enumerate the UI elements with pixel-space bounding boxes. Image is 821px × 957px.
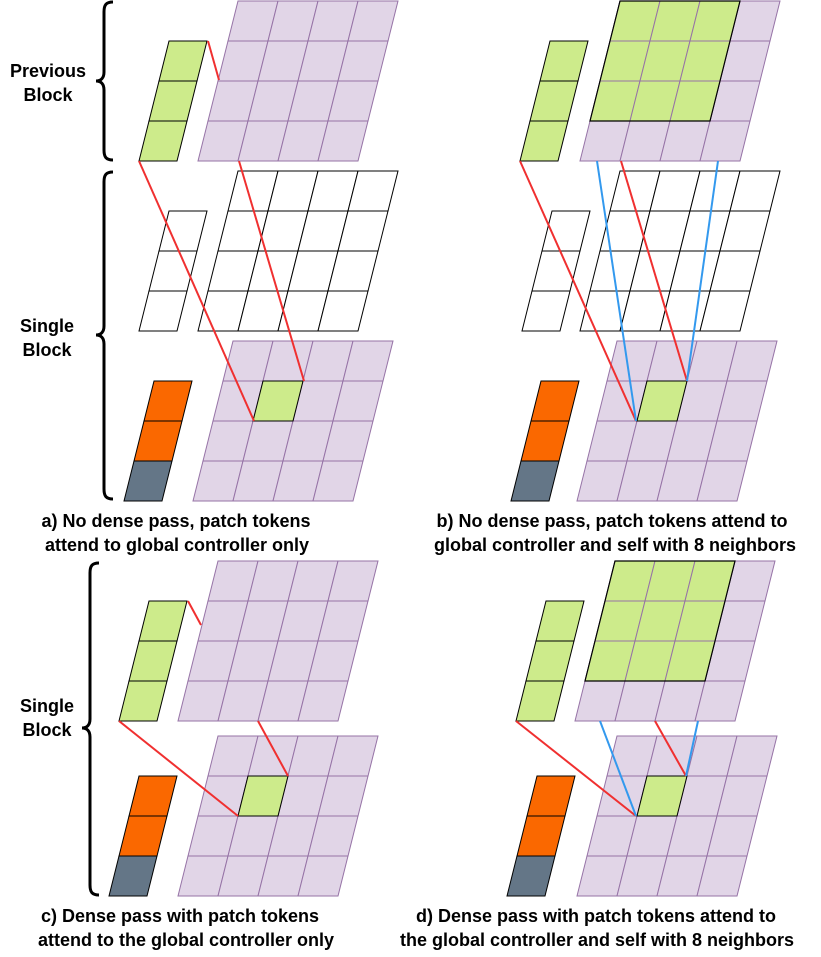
neighbor-attention-line <box>685 720 699 777</box>
controller-output-token <box>118 815 168 857</box>
label-block: Block <box>22 720 72 740</box>
caption-b-line1: b) No dense pass, patch tokens attend to <box>436 511 787 531</box>
patch-token <box>699 120 751 162</box>
controller-output-token <box>516 815 566 857</box>
patch-token <box>696 855 748 897</box>
attention-line <box>257 720 289 777</box>
global-controller-token <box>519 120 569 162</box>
brace-previous-block <box>95 0 114 162</box>
attention-line <box>515 720 637 817</box>
neighbor-region-outline <box>589 0 741 122</box>
empty-patch-token <box>699 290 751 332</box>
attention-line <box>118 720 239 817</box>
patch-token <box>297 855 349 897</box>
caption-d-line2: the global controller and self with 8 ne… <box>400 930 794 950</box>
empty-token <box>541 210 591 252</box>
neighbor-attention-line <box>599 720 637 817</box>
neighbor-attention-line <box>686 160 719 382</box>
highlighted-patch-token <box>636 775 688 817</box>
panel-d <box>506 560 778 897</box>
global-controller-token <box>539 40 589 82</box>
caption-a-line2: attend to global controller only <box>45 535 309 555</box>
brace-single-block-bottom <box>81 561 100 897</box>
label-block: Block <box>23 85 73 105</box>
empty-patch-token <box>317 290 369 332</box>
controller-output-token <box>133 420 183 462</box>
panel-c <box>108 560 379 897</box>
global-controller-token <box>148 80 198 122</box>
label-previous: Previous <box>10 61 86 81</box>
controller-output-token <box>143 380 193 422</box>
attention-line <box>519 160 637 422</box>
global-controller-token <box>118 680 168 722</box>
attention-line <box>138 160 255 422</box>
global-controller-token <box>128 640 178 682</box>
caption-d-line1: d) Dense pass with patch tokens attend t… <box>416 906 776 926</box>
attention-line <box>620 160 688 382</box>
controller-output-token <box>506 855 556 897</box>
controller-output-token <box>128 775 178 817</box>
brace-single-block-top <box>95 170 114 501</box>
caption-a-line1: a) No dense pass, patch tokens <box>41 511 310 531</box>
global-controller-token <box>158 40 208 82</box>
patch-token <box>696 460 748 502</box>
caption-c-line2: attend to the global controller only <box>38 930 334 950</box>
controller-output-token <box>510 460 560 502</box>
controller-output-token <box>530 380 580 422</box>
empty-token <box>521 290 571 332</box>
label-single: Single <box>20 316 74 336</box>
highlighted-patch-token <box>252 380 304 422</box>
empty-token <box>138 290 188 332</box>
highlighted-patch-token <box>636 380 688 422</box>
empty-token <box>158 210 208 252</box>
label-single: Single <box>20 696 74 716</box>
global-controller-token <box>529 80 579 122</box>
controller-output-token <box>520 420 570 462</box>
patch-token <box>312 460 364 502</box>
controller-output-token <box>526 775 576 817</box>
patch-token <box>317 120 369 162</box>
controller-output-token <box>108 855 158 897</box>
panel-a <box>123 0 399 502</box>
patch-token <box>297 680 349 722</box>
empty-token <box>531 250 581 292</box>
global-controller-token <box>138 120 188 162</box>
panel-b <box>510 0 781 502</box>
highlighted-patch-token <box>237 775 289 817</box>
attention-line <box>654 720 687 777</box>
label-block: Block <box>22 340 72 360</box>
caption-c-line1: c) Dense pass with patch tokens <box>41 906 319 926</box>
attention-line <box>207 40 220 81</box>
controller-output-token <box>123 460 173 502</box>
patch-token <box>694 680 746 722</box>
neighbor-region-outline <box>584 560 736 682</box>
global-controller-token <box>138 600 188 642</box>
attention-line <box>187 600 202 626</box>
global-controller-token <box>525 640 575 682</box>
neighbor-attention-line <box>596 160 637 422</box>
global-controller-token <box>515 680 565 722</box>
empty-token <box>148 250 198 292</box>
caption-b-line2: global controller and self with 8 neighb… <box>434 535 796 555</box>
attention-line <box>238 160 305 382</box>
global-controller-token <box>535 600 585 642</box>
